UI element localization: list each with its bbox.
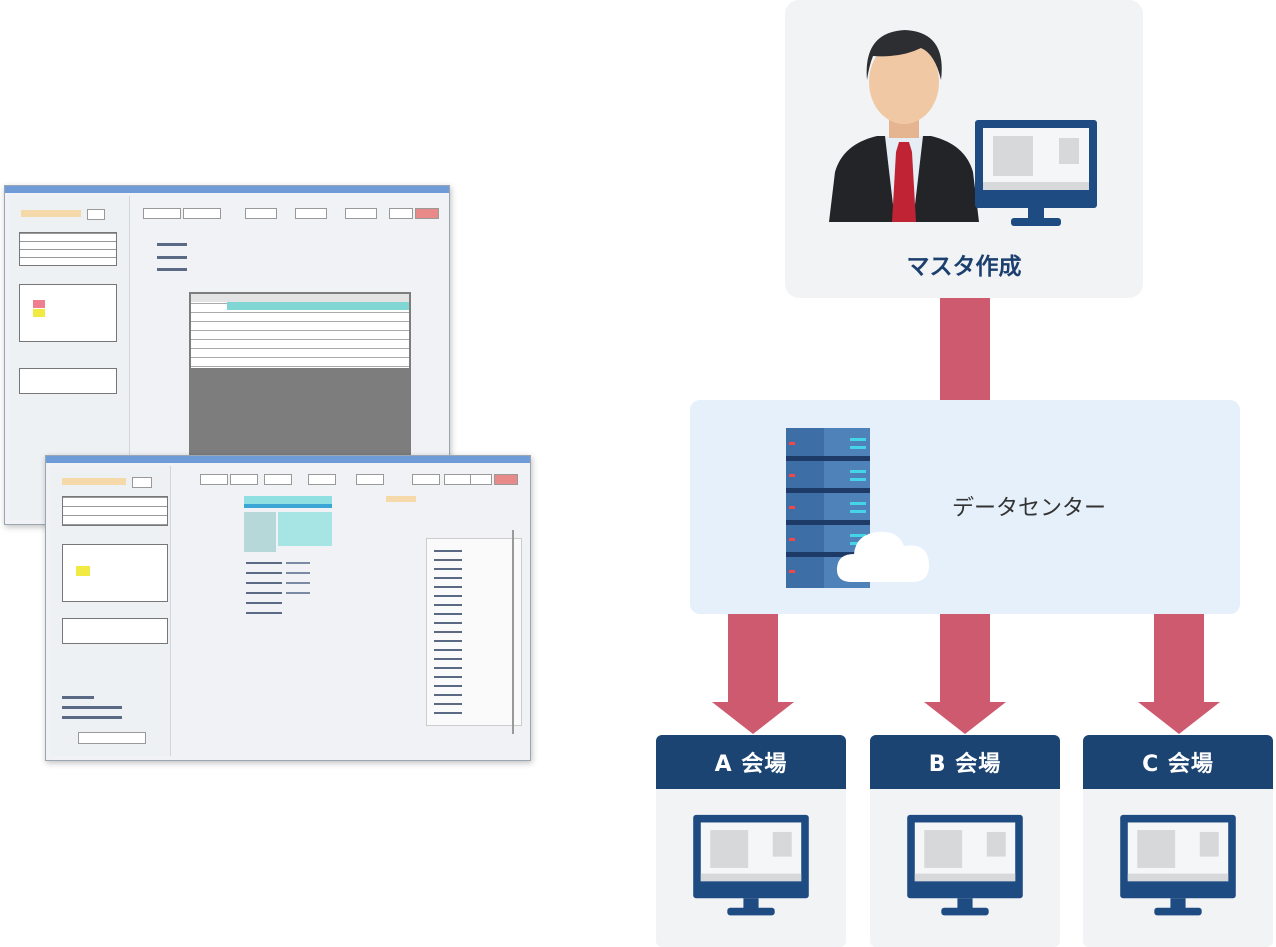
cloud-icon [836,531,930,582]
arrow-master-to-datacenter [940,298,990,400]
datacenter-label: データセンター [952,496,1107,521]
screenshot-window-front [45,455,531,761]
monitor-icon [975,120,1097,226]
arrow-datacenter-to-venue-c [1138,612,1220,734]
person-icon [829,30,979,222]
monitor-icon [907,814,1023,916]
arrow-datacenter-to-venue-b [924,612,1006,734]
venue-card-c: C 会場 [1083,735,1273,947]
venue-label-a: A 会場 [656,735,846,789]
venue-card-a: A 会場 [656,735,846,947]
window-titlebar [46,456,530,463]
monitor-icon [1120,814,1236,916]
datacenter-panel: データセンター [690,400,1240,614]
master-creation-label: マスタ作成 [906,254,1022,280]
venue-label-b: B 会場 [870,735,1060,789]
window-summary-table [19,232,117,266]
window-titlebar [5,186,449,193]
monitor-icon [693,814,809,916]
arrow-datacenter-to-venue-a [712,612,794,734]
master-creation-panel: マスタ作成 [785,0,1143,298]
venue-label-c: C 会場 [1083,735,1273,789]
venue-card-b: B 会場 [870,735,1060,947]
